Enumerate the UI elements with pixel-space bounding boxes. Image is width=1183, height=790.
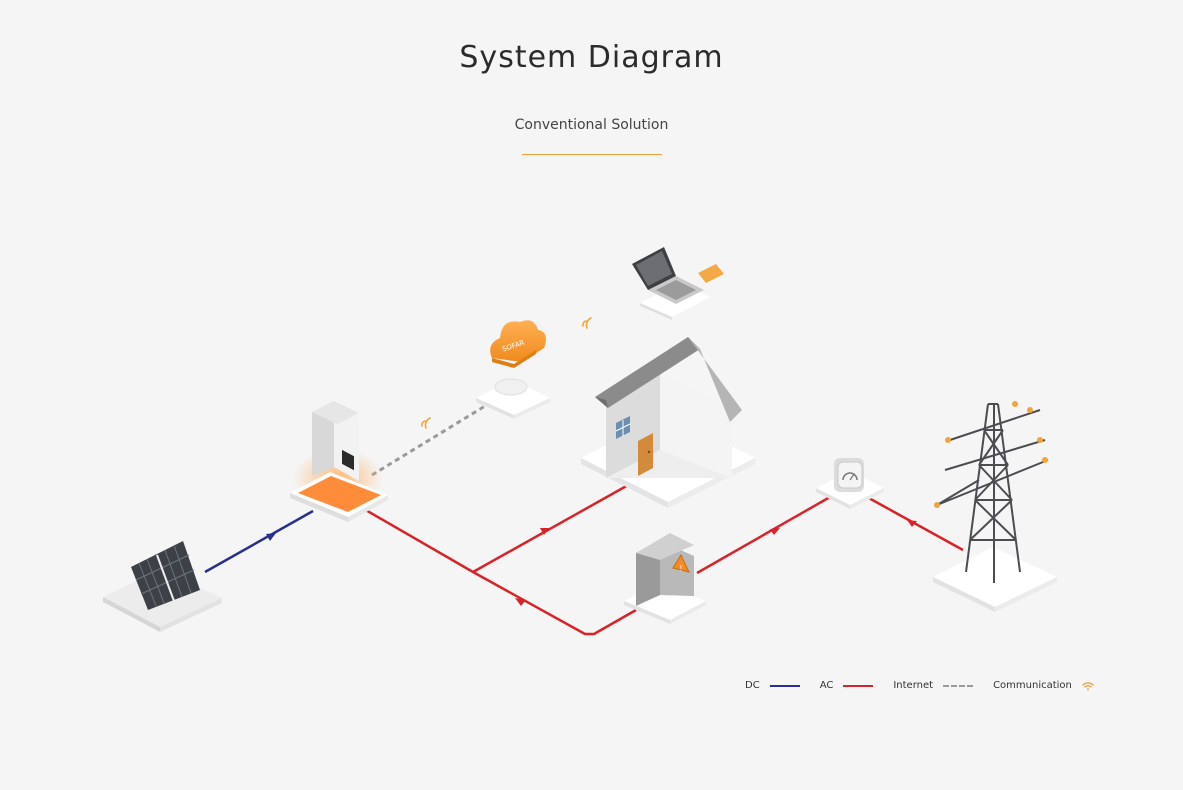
legend-label-ac: AC [819, 680, 834, 691]
laptop [632, 247, 724, 320]
cloud-platform: SOFAR [476, 320, 550, 419]
warning-icon [672, 553, 690, 573]
power-tower [933, 401, 1057, 612]
wifi-icon [1082, 681, 1094, 690]
legend-label-internet: Internet [893, 680, 934, 691]
window-icon [615, 416, 631, 439]
legend-label-communication: Communication [993, 680, 1072, 691]
door-icon [638, 433, 653, 476]
solar-panel [103, 541, 222, 632]
wifi-icon-inverter [421, 417, 431, 429]
wifi-icon-cloud [582, 317, 592, 329]
internet-line [371, 401, 491, 477]
gauge-icon [842, 472, 858, 481]
house-roof-left [595, 337, 700, 408]
tab-conventional-solution[interactable]: Conventional Solution [514, 117, 669, 133]
page-title: System Diagram [459, 40, 724, 75]
legend-item-dc: DC [745, 680, 800, 691]
active-tab-underline [522, 154, 662, 155]
dc-flow-arrow [266, 533, 276, 541]
cloud-icon [490, 320, 546, 368]
dc-line-swatch [769, 684, 800, 687]
ac-lines [363, 482, 964, 636]
house-front [660, 372, 732, 478]
smart-meter [816, 458, 884, 509]
legend: DC AC Internet Communication [745, 680, 1094, 691]
inverter [290, 401, 388, 522]
internet-line-swatch [943, 684, 974, 687]
house-roof-right [688, 337, 742, 422]
card-icon [698, 264, 724, 283]
legend-label-dc: DC [745, 680, 760, 691]
svg-text:!: ! [679, 564, 682, 573]
dc-line [204, 509, 314, 574]
laptop-keyboard [656, 280, 696, 300]
legend-item-ac: AC [820, 680, 874, 691]
legend-item-internet: Internet [893, 680, 974, 691]
ac-flow-arrows [515, 520, 917, 606]
legend-item-communication: Communication [993, 680, 1094, 691]
distribution-box: ! [624, 533, 706, 624]
house [581, 337, 755, 508]
ac-line-swatch [843, 684, 874, 687]
